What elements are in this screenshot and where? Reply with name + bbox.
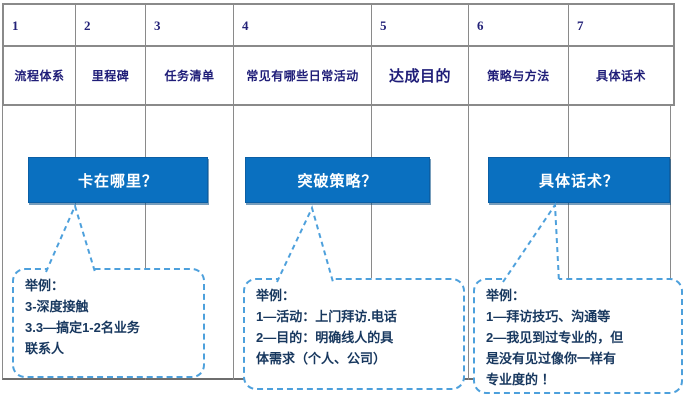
question-box-stuck-where: 卡在哪里？ — [28, 157, 208, 203]
question-box-breakthrough: 突破策略？ — [245, 157, 430, 203]
column-7-label: 具体话术 — [595, 69, 646, 83]
column-2-label: 里程碑 — [76, 47, 146, 104]
example-bubble-2: 举例： 1—活动：上门拜访.电话 2—目的：明确线人的具 体需求（个人、公司） — [243, 278, 465, 390]
column-5-number: 5 — [372, 5, 469, 47]
column-4-number: 4 — [234, 5, 372, 47]
column-3-label: 任务清单 — [146, 47, 234, 104]
column-separator — [568, 105, 569, 380]
column-3-number: 3 — [146, 5, 234, 47]
column-separator — [233, 105, 234, 380]
column-4-label: 常见有哪些日常活动 — [234, 47, 372, 104]
column-2-number: 2 — [76, 5, 146, 47]
column-6-number: 6 — [469, 5, 569, 47]
column-separator — [468, 105, 469, 380]
example-bubble-1: 举例： 3-深度接触 3.3—搞定1-2名业务 联系人 — [12, 268, 205, 378]
column-6-label: 策略与方法 — [469, 47, 569, 104]
column-separator — [371, 105, 372, 380]
question-box-script: 具体话术？ — [488, 157, 670, 203]
column-5-label: 达成目的 — [372, 47, 469, 104]
column-7-number: 7 — [569, 5, 673, 47]
column-1-label: 流程体系 — [4, 47, 76, 104]
column-separator — [145, 105, 146, 380]
example-bubble-3: 举例： 1—拜访技巧、沟通等 2—我见到过专业的，但 是没有见过像你一样有 专业… — [473, 278, 683, 394]
column-1-number: 1 — [4, 5, 76, 47]
process-table: 1 2 3 4 5 6 7 流程体系 里程碑 任务清单 常见有哪些日常活动 达成… — [2, 3, 675, 106]
